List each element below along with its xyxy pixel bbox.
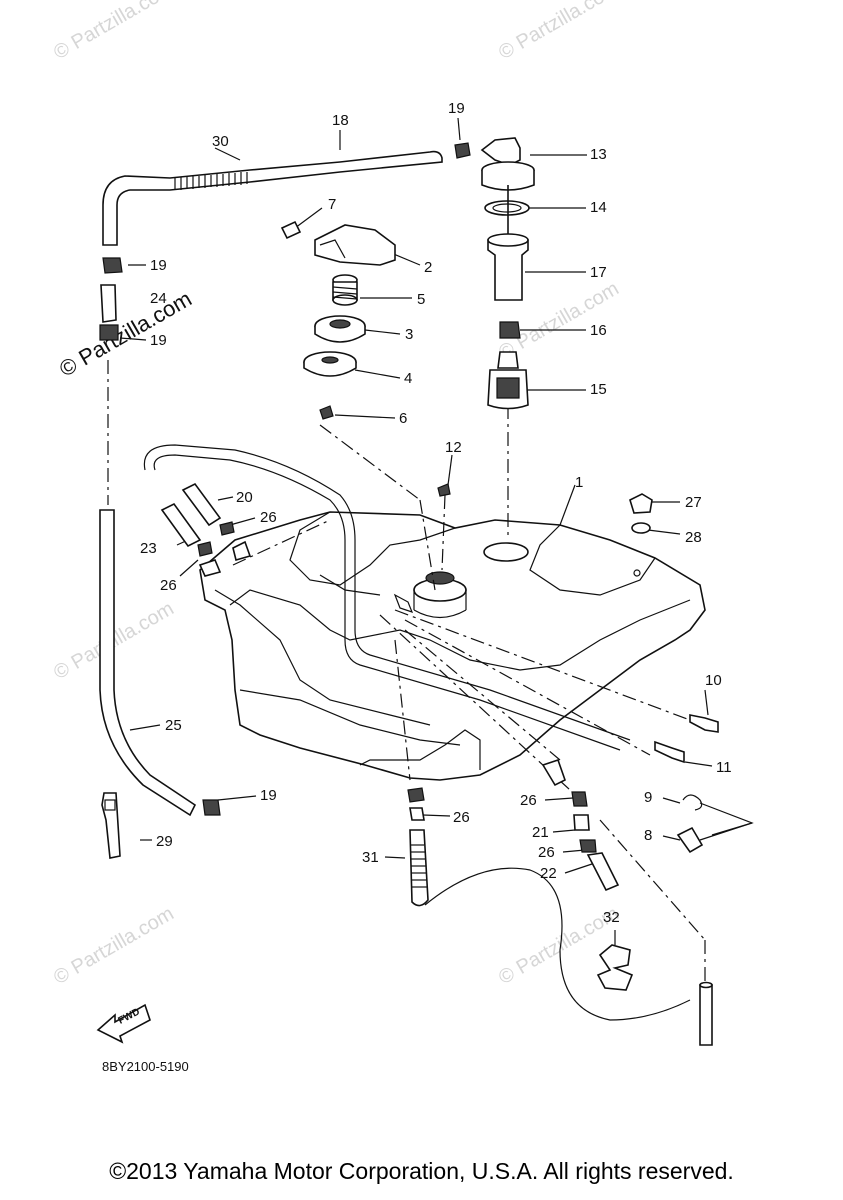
- callout-8: 8: [644, 827, 653, 844]
- callout-31: 31: [362, 849, 379, 866]
- callout-19-top: 19: [448, 100, 465, 117]
- callout-12: 12: [445, 439, 462, 456]
- callout-26-left: 26: [160, 577, 177, 594]
- callout-19-left-upper: 19: [150, 257, 167, 274]
- callout-1: 1: [575, 474, 584, 491]
- callout-4: 4: [404, 370, 413, 387]
- callout-26-upper: 26: [260, 509, 277, 526]
- copyright-notice: ©2013 Yamaha Motor Corporation, U.S.A. A…: [109, 1158, 734, 1184]
- callout-26-center: 26: [453, 809, 470, 826]
- callout-6: 6: [399, 410, 408, 427]
- callout-25: 25: [165, 717, 182, 734]
- callout-18: 18: [332, 112, 349, 129]
- callout-30: 30: [212, 133, 229, 150]
- callout-5: 5: [417, 291, 426, 308]
- callout-13: 13: [590, 146, 607, 163]
- callout-20: 20: [236, 489, 253, 506]
- callout-26-right-lower: 26: [538, 844, 555, 861]
- callout-24: 24: [150, 290, 167, 307]
- diagram-code: 8BY2100-5190: [102, 1059, 189, 1074]
- callout-27: 27: [685, 494, 702, 511]
- callout-10: 10: [705, 672, 722, 689]
- callout-19-left-lower: 19: [150, 332, 167, 349]
- callout-16: 16: [590, 322, 607, 339]
- callout-2: 2: [424, 259, 433, 276]
- callout-9: 9: [644, 789, 653, 806]
- callout-22: 22: [540, 865, 557, 882]
- callout-15: 15: [590, 381, 607, 398]
- callout-28: 28: [685, 529, 702, 546]
- callout-14: 14: [590, 199, 607, 216]
- callout-29: 29: [156, 833, 173, 850]
- callout-32: 32: [603, 909, 620, 926]
- callout-7: 7: [328, 196, 337, 213]
- callout-26-right-upper: 26: [520, 792, 537, 809]
- callout-17: 17: [590, 264, 607, 281]
- callout-11: 11: [716, 759, 732, 776]
- callout-3: 3: [405, 326, 414, 343]
- callout-23: 23: [140, 540, 157, 557]
- callout-21: 21: [532, 824, 549, 841]
- callout-19-bottom: 19: [260, 787, 277, 804]
